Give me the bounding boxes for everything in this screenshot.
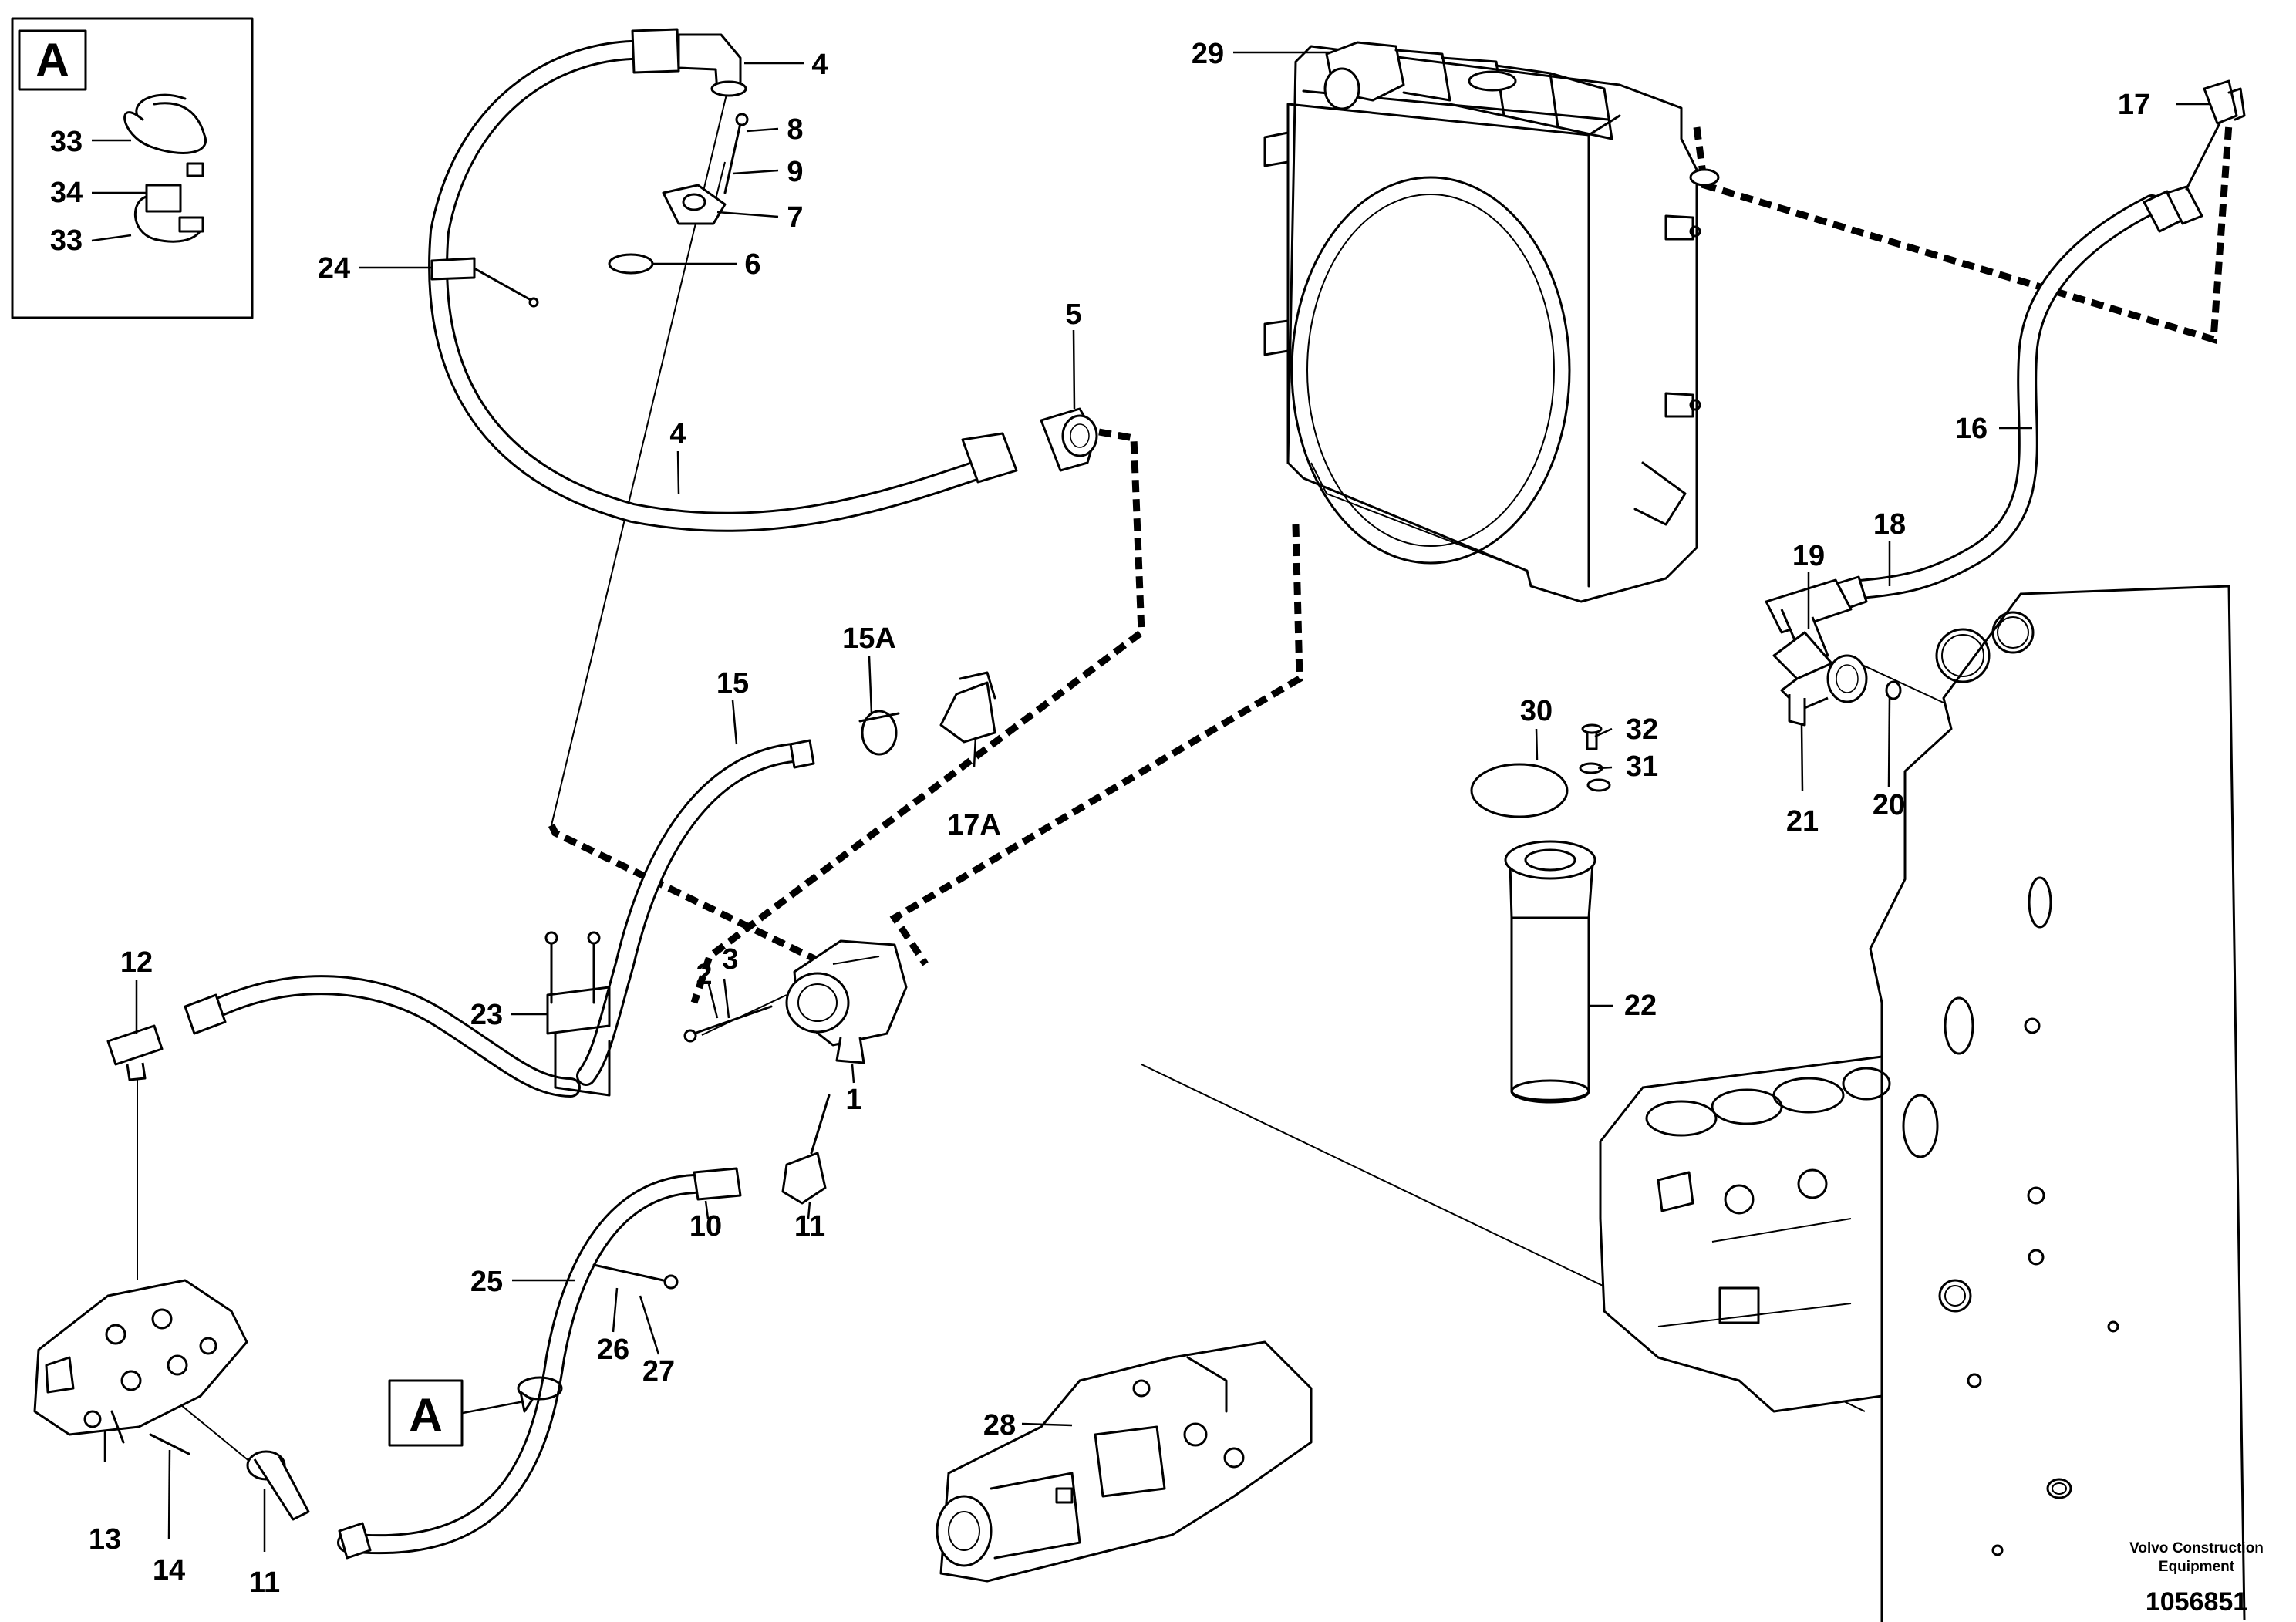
callout-31: 31	[1626, 750, 1658, 783]
callout-16: 16	[1955, 413, 1988, 445]
callout-7: 7	[787, 201, 803, 234]
brand-line-2: Equipment	[2159, 1559, 2235, 1575]
callout-29: 29	[1192, 38, 1224, 70]
callout-33-top: 33	[50, 126, 83, 158]
elbow-fitting-part-5	[1040, 407, 1098, 472]
detail-marker-a: A	[388, 1379, 534, 1447]
callout-10: 10	[689, 1210, 722, 1243]
callout-24: 24	[318, 252, 350, 285]
callout-1: 1	[845, 1084, 861, 1116]
clamp-bolt-assembly-parts-6-9	[608, 113, 749, 275]
pump-part-1	[683, 939, 908, 1064]
callout-6: 6	[744, 248, 760, 281]
hose-clamp-part-33	[123, 93, 207, 177]
pump-assembly-part-28	[936, 1340, 1313, 1583]
callout-3: 3	[722, 943, 738, 976]
callout-leaders	[91, 51, 2210, 1552]
callout-15: 15	[716, 667, 749, 700]
callout-17A: 17A	[947, 809, 1001, 841]
dashed-connections	[548, 123, 2233, 1004]
callout-27: 27	[642, 1355, 675, 1388]
callout-32: 32	[1626, 713, 1658, 746]
callout-4-middle: 4	[669, 418, 686, 450]
callout-14: 14	[153, 1554, 185, 1587]
radiator-part-29	[1263, 41, 1720, 603]
clamp-part-34	[134, 184, 204, 243]
callout-18: 18	[1873, 508, 1906, 541]
hose-part-16	[1826, 79, 2246, 612]
hose-part-15	[576, 671, 996, 1086]
brand-line-1: Volvo Construction	[2129, 1540, 2264, 1556]
clamp-bracket-part-23	[544, 931, 611, 1097]
callout-30: 30	[1520, 695, 1553, 727]
detail-marker-letter: A	[409, 1389, 442, 1441]
callout-28: 28	[983, 1409, 1016, 1442]
brand-block: Volvo Construction Equipment 1056851	[2129, 1540, 2264, 1617]
chassis-side-frame	[1869, 585, 2246, 1622]
callout-19: 19	[1792, 540, 1825, 572]
tee-fitting-parts-18-21	[1765, 578, 1902, 727]
hose-part-10-lower	[246, 1094, 831, 1560]
callout-17: 17	[2118, 89, 2150, 121]
callout-26: 26	[597, 1334, 629, 1366]
callout-8: 8	[787, 113, 803, 146]
callout-4-top: 4	[811, 49, 828, 81]
callout-5: 5	[1065, 298, 1081, 331]
detail-box-a: A	[11, 17, 254, 319]
callout-2: 2	[696, 959, 712, 991]
callout-34: 34	[50, 177, 83, 209]
upper-hose-part-4	[428, 28, 1018, 532]
engine-block	[1599, 1055, 1891, 1413]
filter-element-part-22	[1470, 723, 1611, 1104]
detail-box-letter: A	[35, 34, 69, 86]
callout-23: 23	[470, 999, 503, 1031]
callout-20: 20	[1873, 789, 1905, 821]
callout-13: 13	[89, 1523, 121, 1556]
document-number: 1056851	[2146, 1587, 2247, 1617]
callout-labels: 33 34 33 24 4 8 9 7 6 4 5 29 17 16 18 19…	[50, 38, 2150, 1599]
callout-12: 12	[120, 946, 153, 979]
hose-from-fitting-12	[106, 975, 581, 1098]
control-valve-part-13	[33, 1279, 248, 1455]
callout-33-bottom: 33	[50, 224, 83, 257]
callout-11-right: 11	[794, 1210, 825, 1243]
callout-22: 22	[1624, 990, 1657, 1022]
callout-9: 9	[787, 156, 803, 188]
callout-11-bottom: 11	[249, 1566, 280, 1599]
callout-15A: 15A	[842, 622, 896, 655]
callout-25: 25	[470, 1266, 503, 1298]
callout-21: 21	[1786, 805, 1819, 838]
